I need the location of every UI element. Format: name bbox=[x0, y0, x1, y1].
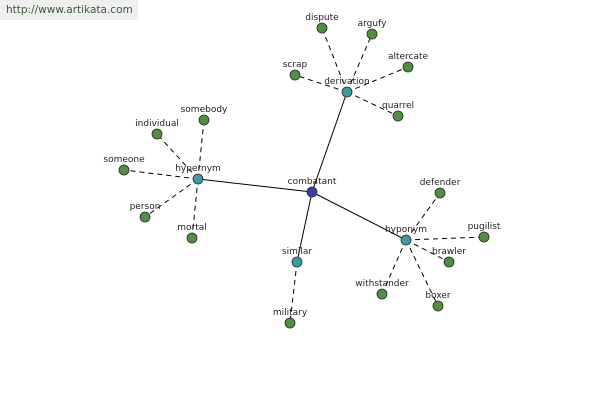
node-dispute[interactable] bbox=[316, 22, 328, 34]
node-label-withstander[interactable]: withstander bbox=[355, 279, 409, 289]
edge-dispute bbox=[321, 27, 348, 93]
node-altercate[interactable] bbox=[402, 61, 414, 73]
node-label-center[interactable]: combatant bbox=[288, 177, 337, 187]
node-defender[interactable] bbox=[434, 187, 446, 199]
edge-military bbox=[289, 261, 298, 324]
edge-quarrel bbox=[346, 91, 399, 117]
node-label-altercate[interactable]: altercate bbox=[388, 52, 429, 62]
node-label-derivation[interactable]: derivation bbox=[324, 77, 370, 87]
edge-brawler bbox=[405, 239, 450, 263]
edge-hyponym bbox=[311, 191, 407, 241]
edge-derivation bbox=[311, 91, 348, 193]
node-scrap[interactable] bbox=[289, 69, 301, 81]
node-derivation[interactable] bbox=[341, 86, 353, 98]
node-hyponym[interactable] bbox=[400, 234, 412, 246]
edge-hypernym bbox=[197, 178, 313, 193]
node-label-pugilist[interactable]: pugilist bbox=[468, 222, 501, 232]
edge-individual bbox=[156, 133, 199, 180]
node-label-dispute[interactable]: dispute bbox=[305, 13, 339, 23]
node-label-hyponym[interactable]: hyponym bbox=[385, 225, 427, 235]
source-url-link[interactable]: http://www.artikata.com bbox=[0, 0, 138, 20]
node-label-mortal[interactable]: mortal bbox=[177, 223, 207, 233]
edge-altercate bbox=[346, 66, 409, 93]
edge-someone bbox=[123, 169, 199, 180]
node-individual[interactable] bbox=[151, 128, 163, 140]
node-label-individual[interactable]: individual bbox=[135, 119, 179, 129]
node-brawler[interactable] bbox=[443, 256, 455, 268]
node-mortal[interactable] bbox=[186, 232, 198, 244]
node-label-hypernym[interactable]: hypernym bbox=[175, 164, 221, 174]
edge-withstander bbox=[381, 239, 407, 295]
node-person[interactable] bbox=[139, 211, 151, 223]
edge-pugilist bbox=[405, 236, 485, 241]
node-label-argufy[interactable]: argufy bbox=[358, 19, 387, 29]
node-someone[interactable] bbox=[118, 164, 130, 176]
node-label-someone[interactable]: someone bbox=[103, 155, 145, 165]
node-hypernym[interactable] bbox=[192, 173, 204, 185]
node-label-quarrel[interactable]: quarrel bbox=[382, 101, 414, 111]
edge-person bbox=[144, 178, 199, 218]
node-center[interactable] bbox=[306, 186, 318, 198]
node-label-scrap[interactable]: scrap bbox=[283, 60, 308, 70]
node-label-military[interactable]: military bbox=[273, 308, 308, 318]
edge-similar bbox=[296, 191, 313, 263]
node-label-brawler[interactable]: brawler bbox=[432, 247, 466, 257]
graph-labels: dispute argufy altercate scrap quarrel deriva… bbox=[103, 13, 501, 318]
node-withstander[interactable] bbox=[376, 288, 388, 300]
node-similar[interactable] bbox=[291, 256, 303, 268]
node-label-boxer[interactable]: boxer bbox=[425, 291, 451, 301]
node-label-somebody[interactable]: somebody bbox=[181, 105, 228, 115]
edge-mortal bbox=[191, 178, 199, 239]
node-label-person[interactable]: person bbox=[130, 202, 161, 212]
node-somebody[interactable] bbox=[198, 114, 210, 126]
graph-edges bbox=[123, 27, 485, 324]
edge-defender bbox=[405, 192, 441, 241]
edge-scrap bbox=[294, 74, 348, 93]
edge-boxer bbox=[405, 239, 439, 307]
edge-somebody bbox=[197, 119, 205, 180]
node-label-similar[interactable]: similar bbox=[282, 247, 312, 257]
node-military[interactable] bbox=[284, 317, 296, 329]
node-quarrel[interactable] bbox=[392, 110, 404, 122]
edge-argufy bbox=[346, 33, 373, 93]
node-pugilist[interactable] bbox=[478, 231, 490, 243]
node-label-defender[interactable]: defender bbox=[420, 178, 461, 188]
node-boxer[interactable] bbox=[432, 300, 444, 312]
graph-nodes bbox=[118, 22, 490, 329]
node-argufy[interactable] bbox=[366, 28, 378, 40]
